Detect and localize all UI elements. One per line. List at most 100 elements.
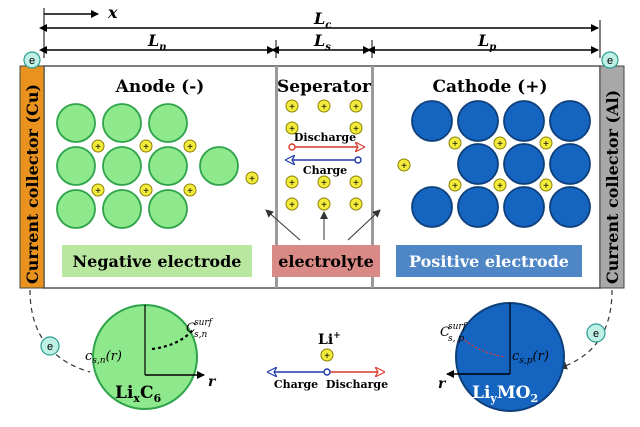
anode-particle — [102, 103, 142, 143]
positive-electrode-box — [396, 245, 582, 277]
anode-particle — [56, 189, 96, 229]
svg-text:+: + — [353, 124, 359, 135]
current-collector-al — [599, 65, 625, 289]
li-ion-icon: + — [285, 99, 299, 113]
li-ion-icon: + — [317, 99, 331, 113]
svg-text:+: + — [543, 139, 549, 150]
anode-particle — [56, 146, 96, 186]
li-ion-icon: + — [349, 99, 363, 113]
svg-text:+: + — [289, 178, 295, 189]
electron-icon-bottom-left: e — [40, 336, 60, 356]
negative-electrode-box — [62, 245, 252, 277]
positive-electrode-label: Positive electrode — [409, 252, 569, 271]
li-ion-icon: + — [397, 158, 411, 172]
anode-r-label: r — [208, 374, 217, 390]
li-ion-icon: + — [245, 171, 259, 185]
li-ion-icon: + — [349, 175, 363, 189]
li-ion-icon: + — [493, 178, 507, 192]
cathode-title: Cathode (+) — [432, 77, 547, 97]
li-ion-legend-label: Li+ — [318, 331, 341, 348]
cathode-particle — [549, 186, 591, 228]
cathode-r-label: r — [438, 376, 447, 392]
li-ion-icon: + — [493, 136, 507, 150]
current-collector-cu-label: Current collector (Cu) — [23, 84, 42, 284]
svg-text:+: + — [321, 178, 327, 189]
svg-text:+: + — [324, 351, 330, 362]
svg-text:+: + — [321, 200, 327, 211]
separator-charge-label: Charge — [303, 164, 347, 177]
li-ion-icon: + — [349, 121, 363, 135]
li-ion-icon: + — [91, 183, 105, 197]
electron-icon-top-left: e — [23, 51, 41, 69]
svg-text:+: + — [353, 178, 359, 189]
lithium-ions: +++++++++++++++++++++++++ — [91, 99, 553, 211]
separator-discharge-label: Discharge — [294, 131, 356, 144]
lp-label: Lp — [477, 31, 496, 53]
li-ion-icon: + — [91, 139, 105, 153]
svg-text:+: + — [143, 186, 149, 197]
separator-left-wall — [275, 66, 278, 288]
li-ion-icon: + — [285, 197, 299, 211]
cathode-material-label: LiyMO2 — [472, 383, 538, 405]
legend-charge-label: Charge — [274, 378, 318, 391]
electron-path-right — [559, 289, 613, 370]
cathode-particle — [457, 100, 499, 142]
cathode-particle — [549, 143, 591, 185]
li-ion-icon: + — [539, 178, 553, 192]
anode-title: Anode (-) — [115, 77, 205, 97]
cathode-particle — [411, 100, 453, 142]
svg-text:+: + — [497, 181, 503, 192]
svg-text:+: + — [249, 174, 255, 185]
ln-label: Ln — [147, 31, 167, 53]
anode-particle — [199, 146, 239, 186]
svg-text:+: + — [321, 102, 327, 113]
li-ion-icon: + — [139, 139, 153, 153]
li-ion-legend-icon: + — [320, 348, 334, 362]
li-ion-icon: + — [285, 175, 299, 189]
electrolyte-pointers — [265, 209, 381, 241]
anode-particle — [102, 146, 142, 186]
svg-text:+: + — [401, 161, 407, 172]
electron-icon-bottom-right: e — [586, 323, 606, 343]
svg-text:+: + — [143, 142, 149, 153]
li-ion-icon: + — [183, 183, 197, 197]
separator-title: Seperator — [277, 77, 372, 97]
li-ion-icon: + — [448, 178, 462, 192]
cathode-particle — [549, 100, 591, 142]
cathode-particles — [411, 100, 591, 228]
electrolyte-box — [272, 245, 380, 277]
current-collector-cu — [19, 65, 45, 289]
svg-text:+: + — [95, 142, 101, 153]
svg-text:+: + — [452, 139, 458, 150]
li-ion-icon: + — [317, 197, 331, 211]
electron-icon-top-right: e — [601, 51, 619, 69]
anode-material-label: LixC6 — [115, 383, 162, 405]
li-ion-icon: + — [349, 197, 363, 211]
current-collector-al-label: Current collector (Al) — [603, 90, 622, 284]
li-ion-icon: + — [539, 136, 553, 150]
cathode-particle — [503, 186, 545, 228]
dimension-lines — [39, 8, 601, 58]
anode-particle — [148, 146, 188, 186]
svg-text:+: + — [187, 186, 193, 197]
li-ion-icon: + — [139, 183, 153, 197]
anode-particle — [102, 189, 142, 229]
svg-text:+: + — [497, 139, 503, 150]
li-ion-icon: + — [448, 136, 462, 150]
svg-text:+: + — [452, 181, 458, 192]
cathode-particle — [411, 186, 453, 228]
svg-text:+: + — [289, 124, 295, 135]
cathode-particle — [457, 186, 499, 228]
cathode-particle — [503, 143, 545, 185]
x-label: x — [107, 3, 118, 22]
svg-text:e: e — [593, 328, 599, 340]
negative-electrode-label: Negative electrode — [73, 252, 242, 271]
svg-text:+: + — [289, 200, 295, 211]
separator-right-wall — [371, 66, 374, 288]
li-ion-icon: + — [285, 121, 299, 135]
svg-text:e: e — [29, 55, 35, 67]
li-ion-icon: + — [317, 175, 331, 189]
